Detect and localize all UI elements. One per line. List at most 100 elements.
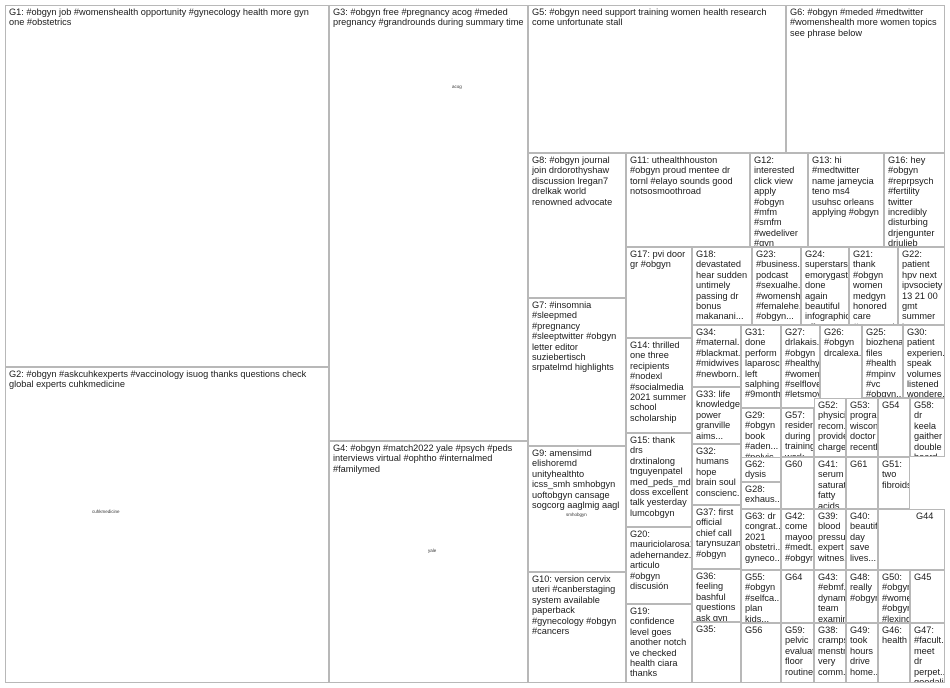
group-panel-g7: G7: #insomnia #sleepmed #pregnancy #slee… — [528, 298, 626, 446]
group-label-g11: G11: uthealthhouston #obgyn proud mentee… — [630, 155, 736, 197]
node-label-smhobgyn: smhobgyn — [566, 512, 587, 517]
group-panel-g39: G39: blood pressu... expert witnes... — [814, 509, 846, 570]
group-panel-g8: G8: #obgyn journal join drdorothyshaw di… — [528, 153, 626, 298]
group-panel-g62: G62: dysis colpos... — [741, 457, 781, 482]
group-panel-g6: G6: #obgyn #meded #medtwitter #womenshea… — [786, 5, 945, 153]
group-panel-g54: G54 — [878, 398, 910, 457]
group-label-g51: G51: two fibroids — [882, 459, 910, 490]
group-label-g27: G27: drlakais... #obgyn #healthyl... #wo… — [785, 327, 820, 400]
group-label-g54: G54 — [882, 400, 900, 410]
group-label-g56: G56 — [745, 625, 763, 635]
group-label-g14: G14: thrilled one three recipients #node… — [630, 340, 689, 423]
node-label-yale: yale — [428, 548, 437, 553]
group-label-g63: G63: dr congrat... 2021 obstetri... gyne… — [745, 511, 781, 563]
group-label-g58: G58: dr keela gaither double board... — [914, 400, 944, 456]
group-label-g30: G30: patient experien... speak volumes l… — [907, 327, 945, 398]
group-label-g15: G15: thank drs drxtinalong tnguyenpatel … — [630, 435, 691, 518]
group-label-g32: G32: humans hope brain soul conscienc... — [696, 446, 741, 498]
group-panel-g12: G12: interested click view apply #obgyn … — [750, 153, 808, 247]
group-panel-g46: G46: health — [878, 623, 910, 683]
group-panel-g28: G28: exhaus... one — [741, 482, 781, 509]
group-panel-g11: G11: uthealthhouston #obgyn proud mentee… — [626, 153, 750, 247]
group-label-g39: G39: blood pressu... expert witnes... — [818, 511, 846, 563]
group-label-g44: G44 — [916, 511, 934, 521]
group-panel-g50: G50: #obgyn #wome... #obgyn #lexing... #… — [878, 570, 910, 623]
group-panel-g3: G3: #obgyn free #pregnancy acog #meded p… — [329, 5, 528, 441]
group-panel-g58: G58: dr keela gaither double board... — [910, 398, 945, 457]
group-label-g6: G6: #obgyn #meded #medtwitter #womenshea… — [790, 7, 940, 38]
group-label-g61: G61 — [850, 459, 868, 469]
group-label-g8: G8: #obgyn journal join drdorothyshaw di… — [532, 155, 613, 207]
group-panel-g10: G10: version cervix uteri #canberstaging… — [528, 572, 626, 683]
group-panel-g2: G2: #obgyn #askcuhkexperts #vaccinology … — [5, 367, 329, 683]
group-panel-g32: G32: humans hope brain soul conscienc... — [692, 444, 741, 505]
group-panel-g61: G61 — [846, 457, 878, 509]
group-label-g12: G12: interested click view apply #obgyn … — [754, 155, 798, 247]
group-panel-g23: G23: #business... podcast #sexualhe... #… — [752, 247, 801, 325]
group-panel-g53: G53: program wiscon... doctor recentl... — [846, 398, 878, 457]
group-panel-g24: G24: superstars emorygast... done again … — [801, 247, 849, 325]
group-panel-g49: G49: took hours drive home... — [846, 623, 878, 683]
group-label-g62: G62: dysis colpos... — [745, 459, 779, 481]
group-panel-g35: G35: — [692, 622, 741, 683]
group-label-g19: G19: confidence level goes another notch… — [630, 606, 689, 679]
group-panel-g20: G20: mauriciolarosa1 adehernandez... art… — [626, 527, 692, 604]
group-panel-g52: G52: physici... recom... provide charge.… — [814, 398, 846, 457]
group-label-g23: G23: #business... podcast #sexualhe... #… — [756, 249, 801, 322]
group-panel-g33: G33: life knowledge power granville aims… — [692, 387, 741, 444]
group-panel-g5: G5: #obgyn need support training women h… — [528, 5, 786, 153]
group-panel-g31: G31: done perform laparosc... left salph… — [741, 325, 781, 408]
group-panel-g26: G26: #obgyn drcalexa... — [820, 325, 862, 408]
group-panel-g30: G30: patient experien... speak volumes l… — [903, 325, 945, 398]
group-panel-g4: G4: #obgyn #match2022 yale #psych #peds … — [329, 441, 528, 683]
group-panel-g43: G43: #ebmf... dynam... team examin... — [814, 570, 846, 623]
group-panel-g64: G64 — [781, 570, 814, 623]
group-label-g37: G37: first official chief call tarynsuza… — [696, 507, 741, 559]
group-panel-g34: G34: #maternal... #blackmat... #midwives… — [692, 325, 741, 387]
group-panel-g63: G63: dr congrat... 2021 obstetri... gyne… — [741, 509, 781, 570]
group-panel-g55: G55: #obgyn #selfca... plan kids... — [741, 570, 781, 623]
group-panel-g44: G44 — [878, 509, 945, 570]
group-label-g33: G33: life knowledge power granville aims… — [696, 389, 740, 441]
node-label-cuhkmedicine: cuhkmedicine — [92, 509, 120, 514]
group-panel-g14: G14: thrilled one three recipients #node… — [626, 338, 692, 433]
group-panel-g36: G36: feeling bashful questions ask gyn o… — [692, 569, 741, 622]
group-panel-g41: G41: serum saturat... fatty acids... — [814, 457, 846, 509]
group-label-g7: G7: #insomnia #sleepmed #pregnancy #slee… — [532, 300, 619, 373]
group-panel-g21: G21: thank #obgyn women medgyn honored c… — [849, 247, 898, 325]
group-panel-g42: G42: come mayoo... #medt... #obgyn — [781, 509, 814, 570]
group-label-g16: G16: hey #obgyn #reprpsych #fertility tw… — [888, 155, 935, 247]
group-panel-g9: G9: amensimd elishoremd unityhealthto ic… — [528, 446, 626, 572]
group-label-g13: G13: hi #medtwitter name jameycia teno m… — [812, 155, 879, 218]
group-label-g4: G4: #obgyn #match2022 yale #psych #peds … — [333, 443, 515, 474]
group-label-g52: G52: physici... recom... provide charge.… — [818, 400, 846, 452]
group-panel-g25: G25: biozhena files #health #mpinv #vc #… — [862, 325, 903, 398]
group-label-g34: G34: #maternal... #blackmat... #midwives… — [696, 327, 741, 379]
group-panel-g56: G56 — [741, 623, 781, 683]
group-panel-g48: G48: really #obgyn — [846, 570, 878, 623]
group-label-g18: G18: devastated hear sudden untimely pas… — [696, 249, 750, 322]
group-label-g64: G64 — [785, 572, 803, 582]
group-panel-g57: G57: residen... during training work... — [781, 408, 814, 457]
group-panel-g16: G16: hey #obgyn #reprpsych #fertility tw… — [884, 153, 945, 247]
group-label-g41: G41: serum saturat... fatty acids... — [818, 459, 846, 509]
group-label-g57: G57: residen... during training work... — [785, 410, 814, 457]
group-label-g60: G60 — [785, 459, 803, 469]
group-panel-g19: G19: confidence level goes another notch… — [626, 604, 692, 683]
group-panel-g60: G60 — [781, 457, 814, 509]
group-panel-g40: G40: beautiful day save lives... — [846, 509, 878, 570]
group-label-g38: G38: cramps menstr... very comm... — [818, 625, 846, 677]
group-label-g22: G22: patient hpv next ipvsociety 13 21 0… — [902, 249, 943, 324]
group-label-g45: G45 — [914, 572, 932, 582]
group-panel-g18: G18: devastated hear sudden untimely pas… — [692, 247, 752, 325]
group-label-g49: G49: took hours drive home... — [850, 625, 878, 677]
group-label-g24: G24: superstars emorygast... done again … — [805, 249, 849, 324]
node-label-acog: acog — [452, 84, 462, 89]
group-label-g3: G3: #obgyn free #pregnancy acog #meded p… — [333, 7, 524, 28]
group-label-g10: G10: version cervix uteri #canberstaging… — [532, 574, 619, 637]
group-label-g36: G36: feeling bashful questions ask gyn o… — [696, 571, 736, 622]
group-label-g2: G2: #obgyn #askcuhkexperts #vaccinology … — [9, 369, 309, 390]
group-label-g35: G35: — [696, 624, 716, 634]
group-label-g48: G48: really #obgyn — [850, 572, 878, 603]
